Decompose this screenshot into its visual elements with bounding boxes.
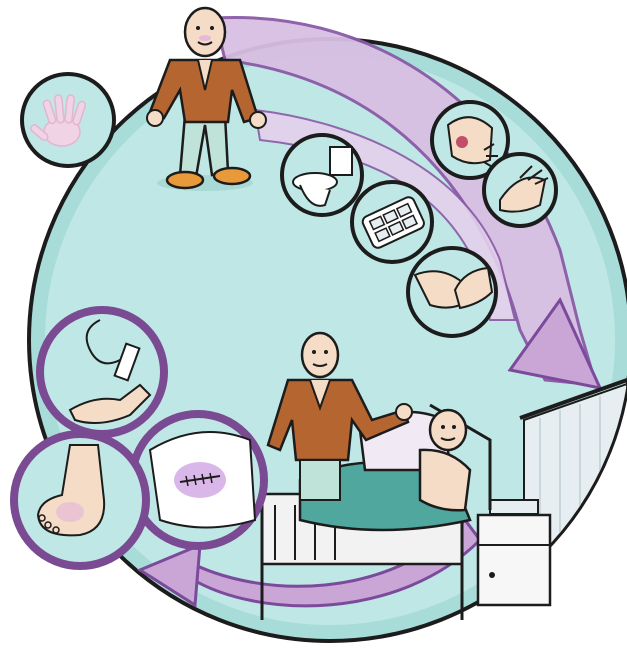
handprint-circle [22, 74, 114, 166]
nightstand [478, 500, 550, 605]
toilet-circle [282, 135, 362, 215]
keypad-circle [352, 182, 432, 262]
hand-circle [484, 154, 556, 226]
foot-circle [14, 434, 146, 566]
wound-circle [132, 414, 264, 546]
wound-icon [150, 432, 255, 528]
handshake-circle [408, 248, 496, 336]
iv-hand-circle [40, 310, 164, 434]
